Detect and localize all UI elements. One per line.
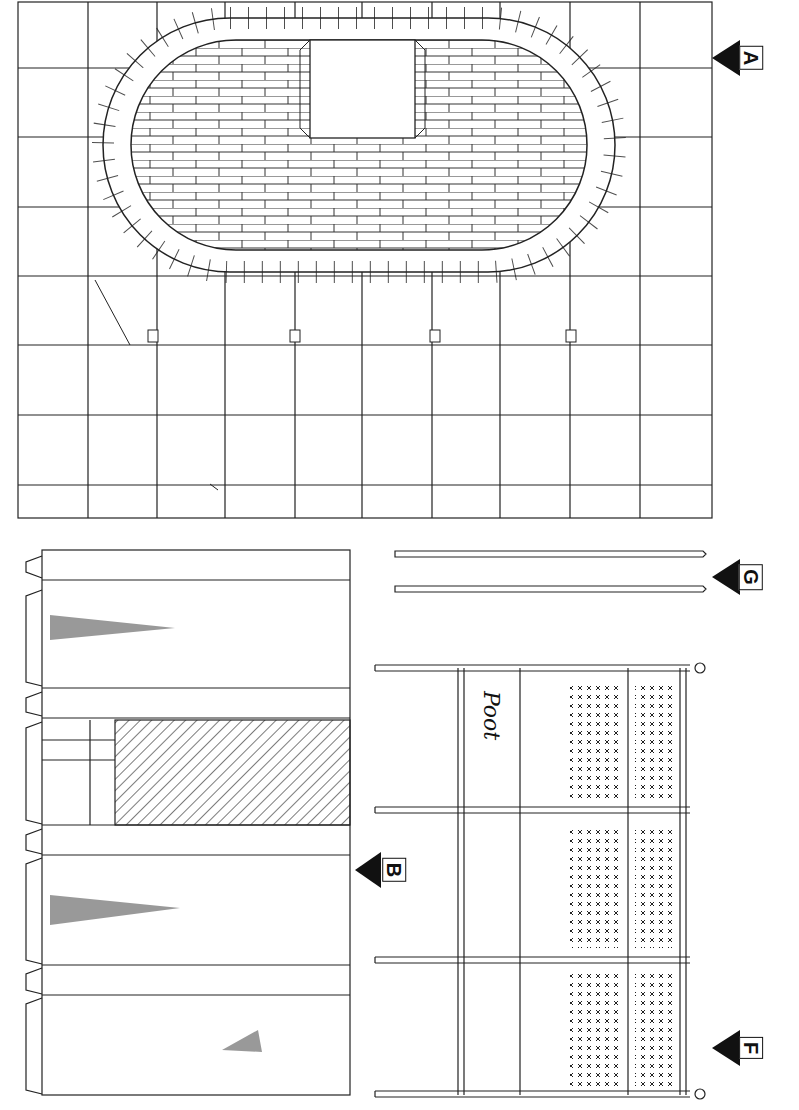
marker-flags — [355, 40, 740, 1066]
floor-panel — [18, 2, 712, 518]
panel-letter: F — [739, 1037, 763, 1059]
handwritten-note: Poot — [480, 690, 505, 739]
wall-strip-panel — [26, 550, 350, 1095]
railing — [375, 663, 705, 1099]
panel-letter: G — [739, 564, 763, 590]
panel-letter: A — [739, 46, 763, 70]
rods — [395, 551, 706, 592]
panel-letter: B — [382, 858, 406, 882]
brick-well — [95, 18, 615, 490]
